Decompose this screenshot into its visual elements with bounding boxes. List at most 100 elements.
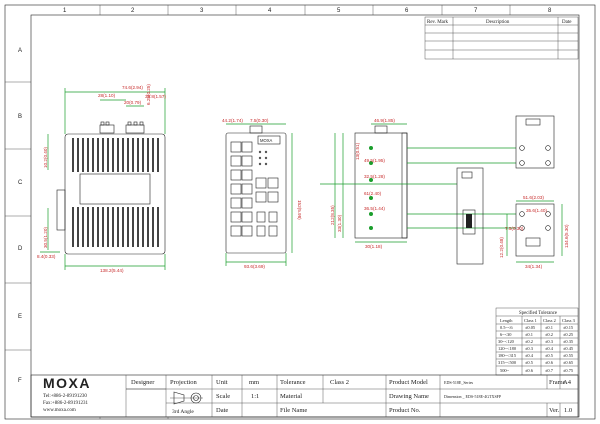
frame-value: A4 [563, 379, 572, 386]
dim-rear-total: 212(8.35) [330, 205, 335, 225]
tolerance-label: Tolerance [280, 379, 306, 386]
dim-front-top-width: 74.6(2.94) [122, 85, 143, 90]
tol-header-class2: Class 2 [543, 318, 556, 323]
tol-header-class3: Class 3 [562, 318, 576, 323]
dim-side-bottom: 93.6(3.69) [244, 264, 265, 269]
tol-cell: ±0.4 [545, 346, 554, 351]
outer-border [4, 4, 596, 420]
rev-date-header: Date [562, 20, 572, 25]
port-view [225, 123, 293, 266]
dim-rear-h4: 61(2.40) [364, 191, 382, 196]
tol-cell: ±0.1 [545, 325, 553, 330]
front-view [40, 88, 166, 270]
dim-front-bottom-small: 8.4(0.33) [37, 254, 56, 259]
product-model-value: EDS-518E_Series [444, 380, 474, 385]
dim-rear-bottom: 30(1.18) [365, 244, 383, 249]
tol-cell: ±0.35 [563, 339, 574, 344]
tol-cell: ±0.1 [525, 332, 533, 337]
tol-cell: ±0.25 [563, 332, 574, 337]
dim-front-top-d: 6.25(0.25) [146, 84, 151, 105]
dim-rail-a: 35.6(1.40) [526, 208, 547, 213]
date-label: Date [216, 407, 228, 414]
col-label-5: 5 [337, 8, 341, 14]
rev-description-header: Description [486, 20, 510, 25]
row-label-e: E [18, 314, 22, 320]
dim-front-top-a: 28(1.10) [98, 93, 116, 98]
device-brand-badge: MOXA [260, 138, 273, 143]
din-rail-views [456, 115, 563, 265]
tol-cell: ±0.2 [525, 339, 533, 344]
product-model-label: Product Model [389, 379, 428, 386]
tol-cell: 6~<30 [500, 332, 512, 337]
file-name-label: File Name [280, 407, 307, 414]
dim-rear-h3: 32.5(1.28) [364, 174, 385, 179]
row-label-a: A [18, 48, 22, 54]
tol-header-class1: Class 1 [524, 318, 537, 323]
scale-label: Scale [216, 393, 230, 400]
tol-cell: ±0.7 [545, 368, 554, 373]
col-label-6: 6 [405, 8, 409, 14]
moxa-logo: MOXA [43, 375, 91, 391]
dim-rail-c: 12.2(0.48) [499, 237, 504, 258]
dim-rear-h1: 13(0.51) [355, 142, 360, 160]
column-ticks [99, 5, 511, 419]
dim-rail-bottom: 34(1.34) [525, 264, 543, 269]
col-label-7: 7 [474, 8, 478, 14]
ver-label: Ver. [549, 407, 560, 414]
tolerance-table [495, 307, 579, 376]
tol-cell: ±0.6 [545, 360, 554, 365]
tol-cell: ±0.4 [525, 353, 534, 358]
projection-value: 3rd Angle [172, 409, 194, 415]
revision-table: Rev. Mark Description Date [424, 16, 579, 60]
col-label-8: 8 [548, 8, 552, 14]
row-label-d: D [18, 246, 23, 252]
tol-cell: ±0.6 [525, 368, 534, 373]
col-label-1: 1 [63, 8, 67, 14]
dim-side-top-b: 7.5(0.30) [250, 118, 269, 123]
tol-cell: ±0.65 [563, 360, 574, 365]
dim-rail-top: 51.6(2.03) [523, 195, 544, 200]
tol-cell: 120~<180 [498, 346, 517, 351]
scale-value: 1:1 [251, 393, 259, 400]
tol-cell: 500~ [500, 368, 510, 373]
row-label-c: C [18, 180, 23, 186]
unit-value: mm [249, 379, 259, 386]
projection-label: Projection [170, 379, 197, 386]
tol-cell: ±0.5 [545, 353, 554, 358]
dim-front-left-low: 30.5(1.20) [43, 227, 48, 248]
unit-label: Unit [216, 379, 228, 386]
dim-rear-h5: 33(1.30) [337, 214, 342, 232]
rear-view [320, 123, 516, 243]
tolerance-title: Specified Tolerance [519, 311, 557, 316]
col-label-2: 2 [131, 8, 135, 14]
rev-mark-header: Rev. Mark [427, 20, 449, 25]
tol-cell: 180~<315 [498, 353, 517, 358]
designer-label: Designer [131, 379, 155, 386]
col-label-3: 3 [200, 8, 204, 14]
drawing-name-label: Drawing Name [389, 393, 429, 400]
tol-cell: 0.5~<6 [500, 325, 513, 330]
tol-cell: ±0.55 [563, 353, 574, 358]
tol-cell: ±0.75 [563, 368, 574, 373]
tol-header-length: Length [500, 318, 513, 323]
dim-front-bottom: 138.2(5.44) [100, 268, 124, 273]
tol-cell: 30~<120 [498, 339, 515, 344]
company-tel: Tel:+886-2-89191230 [43, 394, 87, 399]
drawing-name-value: Dimension _ EDS-518E-4GTXSFP [444, 394, 502, 399]
dim-front-top-c: 39.8(1.57) [145, 94, 166, 99]
dim-rear-h6: 36.5(1.44) [364, 206, 385, 211]
tol-cell: ±0.45 [563, 346, 574, 351]
title-block-grid [30, 374, 579, 418]
row-label-b: B [18, 114, 22, 120]
tol-cell: ±0.15 [563, 325, 574, 330]
dim-side-top-a: 44.2(1.74) [222, 118, 243, 123]
product-no-label: Product No. [389, 407, 421, 414]
dim-rear-h2: 49.5(1.95) [364, 158, 385, 163]
company-web: www.moxa.com [43, 408, 76, 413]
dim-rail-b: 7.5(0.30) [505, 226, 524, 231]
dim-rail-d: 134.6(5.30) [564, 224, 569, 248]
dim-side-height: 152(5.98) [297, 200, 302, 220]
dim-front-top-b: 20(0.79) [124, 100, 142, 105]
third-angle-projection-icon [170, 391, 203, 405]
